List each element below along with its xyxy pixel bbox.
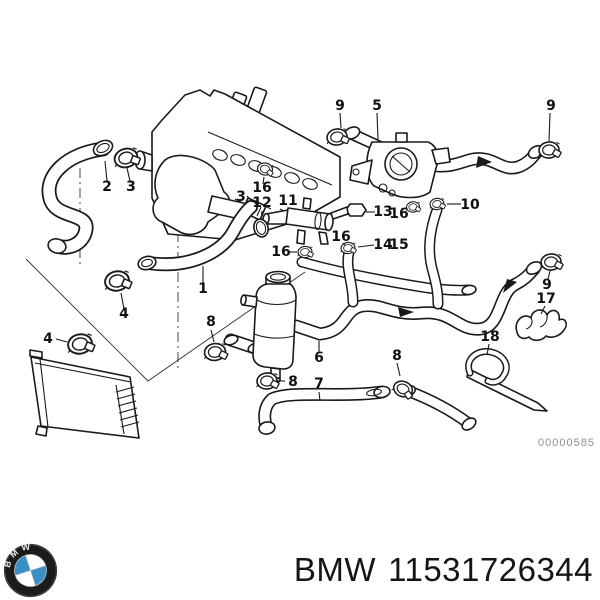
part-label-8: 8 xyxy=(392,348,402,364)
footer-bar: BMW BMW 11531726344 xyxy=(0,535,600,600)
label-leader-line xyxy=(540,305,546,315)
label-leader-line xyxy=(120,292,125,310)
label-leader-line xyxy=(318,391,321,402)
engine-block xyxy=(134,86,341,241)
parts-diagram-canvas: 239591631211131610161614151448867891718 … xyxy=(25,86,595,449)
part-label-6: 6 xyxy=(314,350,324,366)
clamp-9 xyxy=(323,126,352,149)
clamp-4 xyxy=(101,267,135,295)
label-leader-line xyxy=(260,210,263,220)
part-label-15: 15 xyxy=(389,237,408,253)
watermark-number: 00000585 xyxy=(538,437,595,449)
part-label-1: 1 xyxy=(198,281,208,297)
bmw-logo: BMW xyxy=(2,542,58,598)
label-leader-line xyxy=(126,167,131,182)
logo-quadrant-blue xyxy=(14,555,31,576)
part-label-16: 16 xyxy=(252,180,271,196)
clamp-9 xyxy=(538,252,565,273)
retaining-clip-17 xyxy=(515,309,567,342)
clamp-8 xyxy=(201,341,230,364)
part-label-8: 8 xyxy=(206,314,216,330)
hose-2 xyxy=(46,139,114,255)
part-label-16: 16 xyxy=(271,244,290,260)
part-label-8: 8 xyxy=(288,374,298,390)
label-leader-line xyxy=(339,112,342,129)
label-leader-line xyxy=(262,176,265,185)
part-label-3: 3 xyxy=(126,179,136,195)
clamp-10 xyxy=(428,196,447,212)
logo-quadrant-blue xyxy=(30,565,47,586)
part-label-16: 16 xyxy=(389,206,408,222)
label-leader-line xyxy=(376,112,379,141)
brand-text: BMW xyxy=(293,551,377,588)
label-leader-line xyxy=(246,195,254,203)
part-label-12: 12 xyxy=(252,195,271,211)
part-label-9: 9 xyxy=(542,277,552,293)
label-leader-line xyxy=(548,112,551,142)
clamp-16 xyxy=(296,245,315,260)
throttle-body xyxy=(349,132,451,199)
label-leader-line xyxy=(396,362,401,377)
part-label-2: 2 xyxy=(102,179,112,195)
clamp-4 xyxy=(64,330,98,358)
label-leader-line xyxy=(547,270,551,280)
part-label-14: 14 xyxy=(373,237,393,253)
part-number-value: 11531726344 xyxy=(388,551,593,588)
radiator xyxy=(29,349,140,439)
hose-14 xyxy=(348,252,353,302)
part-label-16: 16 xyxy=(331,229,350,245)
part-label-3: 3 xyxy=(236,189,246,205)
part-label-10: 10 xyxy=(460,197,480,213)
hook-strap-18 xyxy=(467,351,548,412)
part-label-11: 11 xyxy=(278,193,297,209)
part-label-13: 13 xyxy=(373,204,392,220)
hose-15-run xyxy=(302,262,477,296)
label-leader-line xyxy=(342,242,346,246)
label-leader-line xyxy=(55,338,68,343)
part-label-4: 4 xyxy=(119,306,129,322)
label-leader-line xyxy=(104,160,108,182)
part-number: BMW 11531726344 xyxy=(294,551,593,589)
clamp-8 xyxy=(254,371,281,392)
part-label-17: 17 xyxy=(536,291,555,307)
part-label-9: 9 xyxy=(335,98,345,114)
part-label-9: 9 xyxy=(546,98,556,114)
label-leader-line xyxy=(357,244,375,248)
part-label-7: 7 xyxy=(314,376,324,392)
label-leader-line xyxy=(210,329,215,343)
part-label-5: 5 xyxy=(372,98,382,114)
hose-1 xyxy=(137,207,251,272)
expansion-tank xyxy=(240,270,297,384)
part-label-18: 18 xyxy=(480,329,499,345)
water-valve-assembly xyxy=(253,197,367,245)
label-leader-line xyxy=(486,343,490,356)
part-label-4: 4 xyxy=(43,331,53,347)
hose-7 xyxy=(258,385,391,435)
